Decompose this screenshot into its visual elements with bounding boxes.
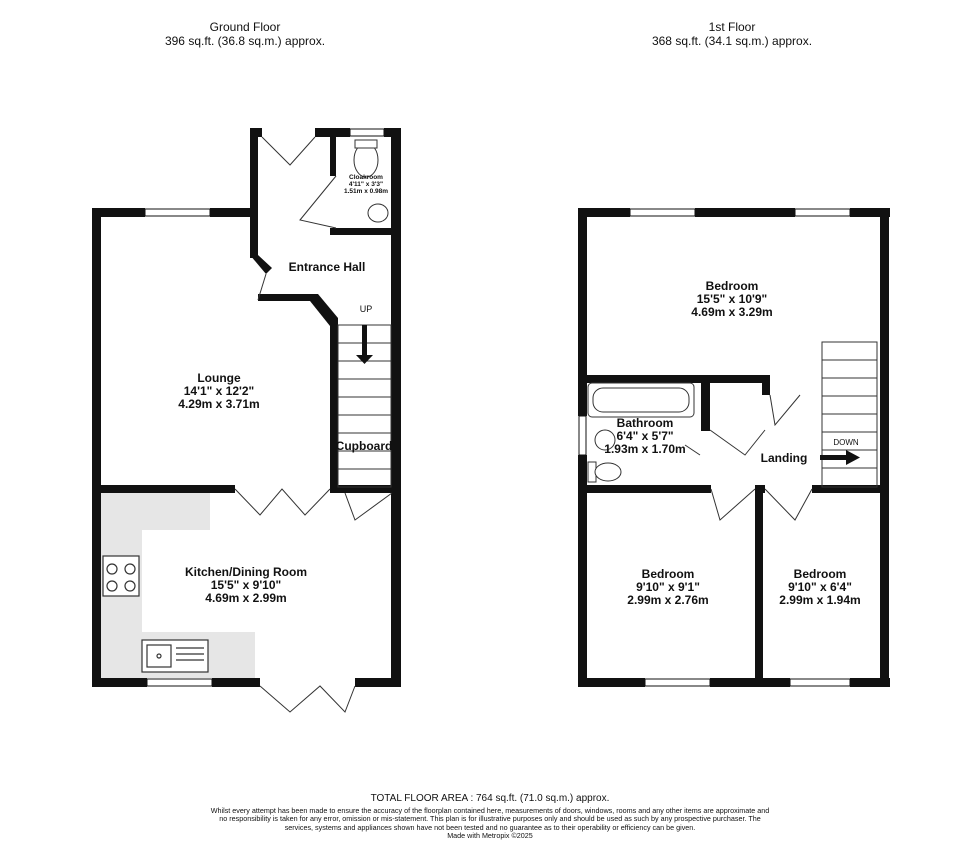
room-size-imperial: 9'10" x 9'1" (636, 580, 700, 594)
credit-text: Made with Metropix ©2025 (447, 831, 533, 841)
room-label-entrance-hall: Entrance Hall (288, 260, 366, 274)
first-floor-title: 1st Floor (708, 20, 756, 34)
room-size-metric: 2.99m x 2.76m (627, 593, 709, 607)
room-size-metric: 1.51m x 0.98m (343, 188, 389, 195)
doors (234, 136, 813, 713)
room-name: Kitchen/Dining Room (185, 565, 307, 579)
room-name: Bathroom (616, 416, 674, 430)
room-size-metric: 4.69m x 2.99m (205, 591, 287, 605)
room-size-imperial: 15'5" x 9'10" (210, 578, 282, 592)
ground-floor-title: Ground Floor (209, 20, 281, 34)
room-size-imperial: 4'11" x 3'3" (348, 181, 384, 188)
room-size-imperial: 14'1" x 12'2" (183, 384, 255, 398)
room-size-metric: 4.29m x 3.71m (178, 397, 260, 411)
room-name: Bedroom (705, 279, 759, 293)
room-size-imperial: 6'4" x 5'7" (616, 429, 674, 443)
stair-arrows (356, 325, 860, 465)
bathroom-fixtures (353, 139, 695, 483)
windows (144, 128, 851, 687)
hob-icon (102, 555, 140, 597)
room-size-imperial: 15'5" x 10'9" (696, 292, 768, 306)
room-label-cupboard: Cupboard (335, 439, 393, 453)
room-size-metric: 4.69m x 3.29m (691, 305, 773, 319)
stairs-down-label: DOWN (833, 438, 859, 447)
total-floor-area: TOTAL FLOOR AREA : 764 sq.ft. (71.0 sq.m… (370, 793, 610, 804)
room-size-metric: 1.93m x 1.70m (604, 442, 686, 456)
room-size-metric: 2.99m x 1.94m (779, 593, 861, 607)
walls (92, 128, 890, 687)
room-name: Cloakroom (349, 174, 383, 181)
room-name: Bedroom (641, 567, 695, 581)
sink-icon (141, 639, 209, 673)
room-size-imperial: 9'10" x 6'4" (788, 580, 852, 594)
disclaimer-text: Whilst every attempt has been made to en… (210, 806, 770, 832)
room-name: Lounge (197, 371, 241, 385)
room-label-landing: Landing (760, 451, 808, 465)
disclaimer: Whilst every attempt has been made to en… (210, 806, 770, 841)
ground-floor-area: 396 sq.ft. (36.8 sq.m.) approx. (164, 34, 326, 48)
first-floor-area: 368 sq.ft. (34.1 sq.m.) approx. (651, 34, 813, 48)
stairs-up-label: UP (359, 304, 373, 314)
room-name: Bedroom (793, 567, 847, 581)
